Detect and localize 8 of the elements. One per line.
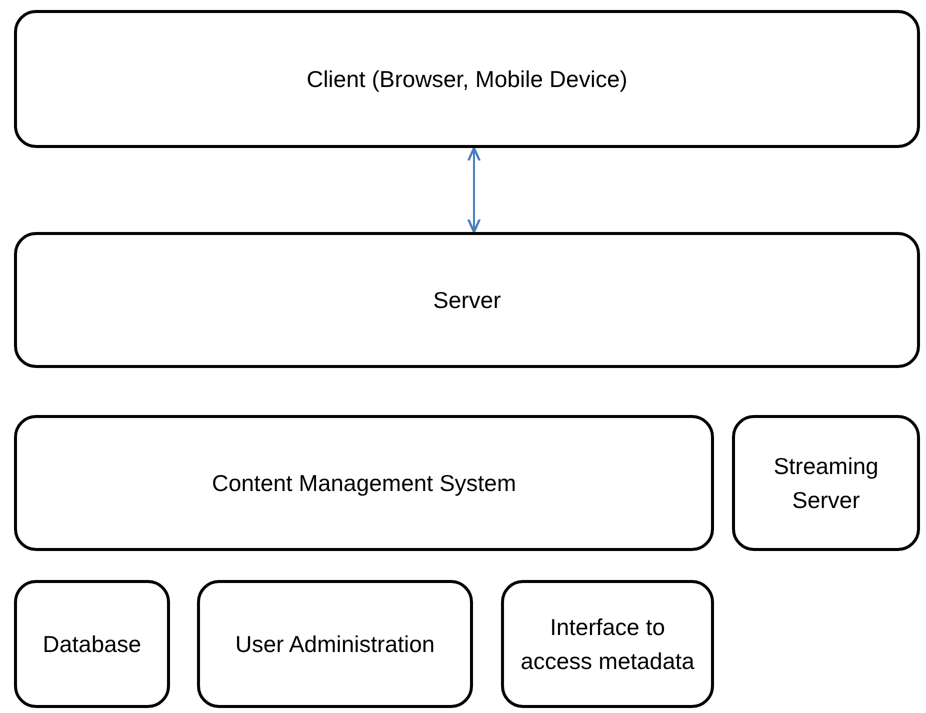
client-box: Client (Browser, Mobile Device) — [14, 10, 920, 148]
database-box: Database — [14, 580, 170, 708]
streaming-server-box: Streaming Server — [732, 415, 920, 551]
double-arrow — [467, 146, 481, 234]
interface-box: Interface to access metadata — [501, 580, 714, 708]
cms-box: Content Management System — [14, 415, 714, 551]
server-box: Server — [14, 232, 920, 368]
user-administration-box: User Administration — [197, 580, 473, 708]
